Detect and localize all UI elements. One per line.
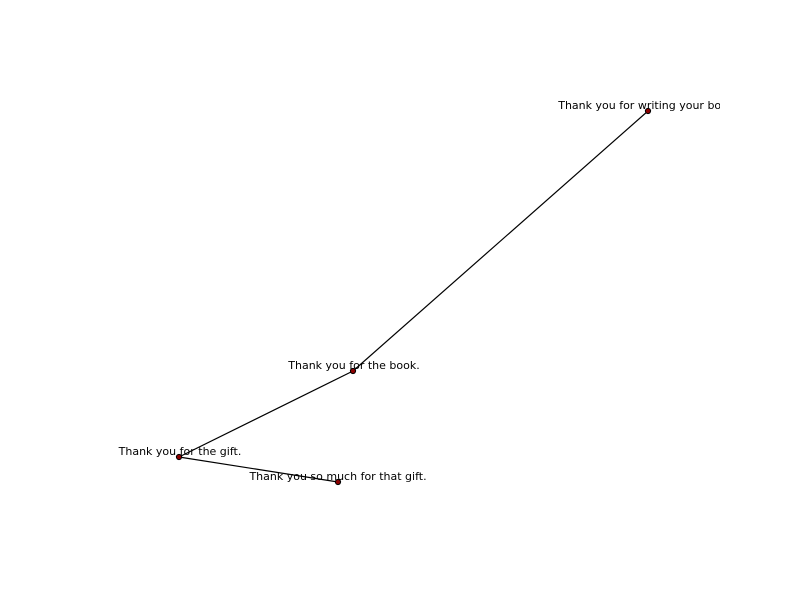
node-writing-your-book — [644, 107, 652, 115]
node-label-the-gift: Thank you for the gift. — [118, 445, 242, 458]
edge-book-gift — [178, 370, 354, 458]
edge-book-writing — [352, 110, 649, 372]
node-label-so-much-gift: Thank you so much for that gift. — [248, 470, 426, 483]
node-label-the-book: Thank you for the book. — [287, 359, 419, 372]
edge-gift-thank-you-so-much — [178, 456, 339, 483]
node-label-writing-your-book: Thank you for writing your book. — [557, 99, 738, 112]
node-the-gift — [175, 453, 183, 461]
node-the-book — [349, 367, 357, 375]
node-so-much-gift — [334, 478, 342, 486]
node-labels: Thank you for writing your book. — [557, 99, 738, 112]
